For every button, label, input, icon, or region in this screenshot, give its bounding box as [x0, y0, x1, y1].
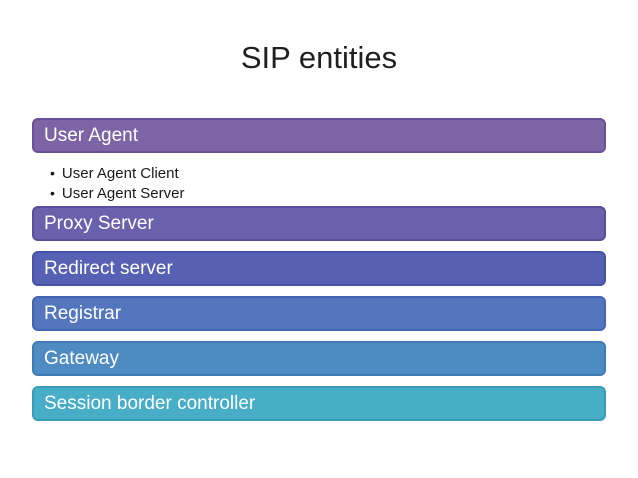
- sub-item-label: User Agent Server: [61, 185, 185, 202]
- bullet-icon: •: [50, 185, 55, 201]
- entity-bar-label: User Agent: [44, 124, 138, 146]
- entity-bar-session-border-controller: Session border controller: [32, 386, 606, 421]
- entity-bar-gateway: Gateway: [32, 341, 606, 376]
- list-item: • User Agent Server: [50, 183, 606, 203]
- entity-bar-label: Proxy Server: [44, 212, 154, 234]
- entity-bar-proxy-server: Proxy Server: [32, 206, 606, 241]
- list-item: • User Agent Client: [50, 163, 606, 183]
- entity-bar-label: Gateway: [44, 347, 119, 369]
- entity-bar-label: Session border controller: [44, 392, 256, 414]
- sip-entity-list: User Agent • User Agent Client • User Ag…: [32, 118, 606, 431]
- entity-bar-registrar: Registrar: [32, 296, 606, 331]
- entity-bar-label: Registrar: [44, 302, 122, 324]
- entity-bar-label: Redirect server: [44, 257, 173, 279]
- slide-title: SIP entities: [240, 40, 398, 75]
- sub-item-label: User Agent Client: [61, 165, 179, 182]
- user-agent-sub-list: • User Agent Client • User Agent Server: [50, 163, 606, 203]
- entity-bar-redirect-server: Redirect server: [32, 251, 606, 286]
- bullet-icon: •: [50, 165, 55, 181]
- entity-bar-user-agent: User Agent: [32, 118, 606, 153]
